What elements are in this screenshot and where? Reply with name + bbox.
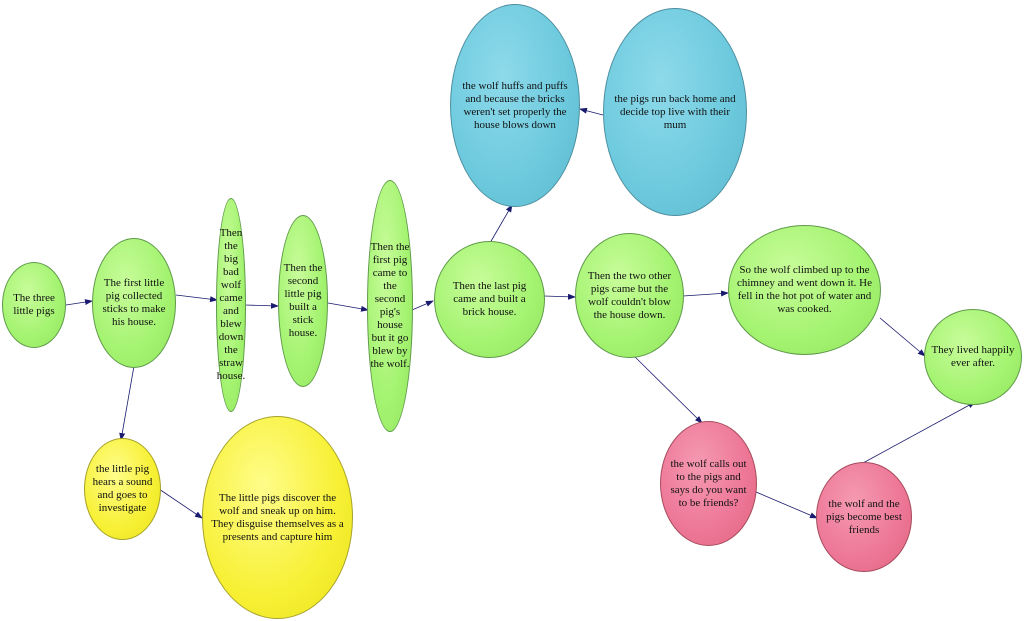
node-label: the pigs run back home and decide top li… [614,92,736,131]
edge-n3-n4 [244,302,279,309]
edge-n8-n9 [879,317,926,357]
node-label: The three little pigs [13,292,55,317]
node-label: So the wolf climbed up to the chimney an… [736,264,873,315]
node-three-little-pigs: The three little pigs [2,262,66,348]
node-first-pig-sticks: The first little pig collected sticks to… [92,238,176,368]
node-wolf-asks-friends: the wolf calls out to the pigs and says … [660,421,757,546]
node-wolf-chimney: So the wolf climbed up to the chimney an… [728,225,881,355]
node-label: Then the second little pig built a stick… [283,262,323,339]
edge-n1-n2 [65,299,93,306]
edge-n10-n11 [158,488,203,519]
node-pigs-live-with-mum: the pigs run back home and decide top li… [603,8,747,216]
node-label: Then the first pig came to the second pi… [370,241,410,370]
node-wolf-blew-straw: Then the big bad wolf came and blew down… [216,198,246,412]
node-label: Then the two other pigs came but the wol… [587,269,672,321]
node-label: the wolf calls out to the pigs and says … [670,457,747,509]
edge-n14-n15 [755,491,818,519]
node-wolf-cannot-blow: Then the two other pigs came but the wol… [575,233,684,358]
edge-n2-n3 [175,294,218,303]
edge-n2-n10 [119,365,135,441]
node-pigs-capture-wolf: The little pigs discover the wolf and sn… [202,416,353,619]
node-label: The little pigs discover the wolf and sn… [211,491,344,543]
node-label: the wolf and the pigs become best friend… [826,497,902,536]
node-label: They lived happily ever after. [931,344,1015,369]
edge-n15-n9 [862,401,976,464]
node-label: Then the big bad wolf came and blew down… [216,227,246,382]
node-label: Then the last pig came and built a brick… [452,280,527,318]
node-last-pig-brick-house: Then the last pig came and built a brick… [434,241,545,358]
edge-n7-n14 [634,356,703,424]
edge-n13-n12 [579,107,604,116]
node-happily-ever-after: They lived happily ever after. [924,309,1022,405]
node-first-pig-second-house: Then the first pig came to the second pi… [367,180,413,432]
node-second-pig-stick-house: Then the second little pig built a stick… [278,215,328,387]
node-wolf-blows-brick-house: the wolf huffs and puffs and because the… [450,4,580,207]
edge-n7-n8 [682,290,729,297]
edge-n4-n5 [327,302,369,312]
edge-n6-n12 [489,204,513,244]
node-label: the little pig hears a sound and goes to… [92,463,153,514]
edge-n5-n6 [411,300,434,311]
edge-n6-n7 [543,293,576,300]
node-label: the wolf huffs and puffs and because the… [462,79,568,131]
node-pig-hears-sound: the little pig hears a sound and goes to… [84,438,161,540]
node-best-friends: the wolf and the pigs become best friend… [816,462,912,572]
node-label: The first little pig collected sticks to… [102,277,166,328]
